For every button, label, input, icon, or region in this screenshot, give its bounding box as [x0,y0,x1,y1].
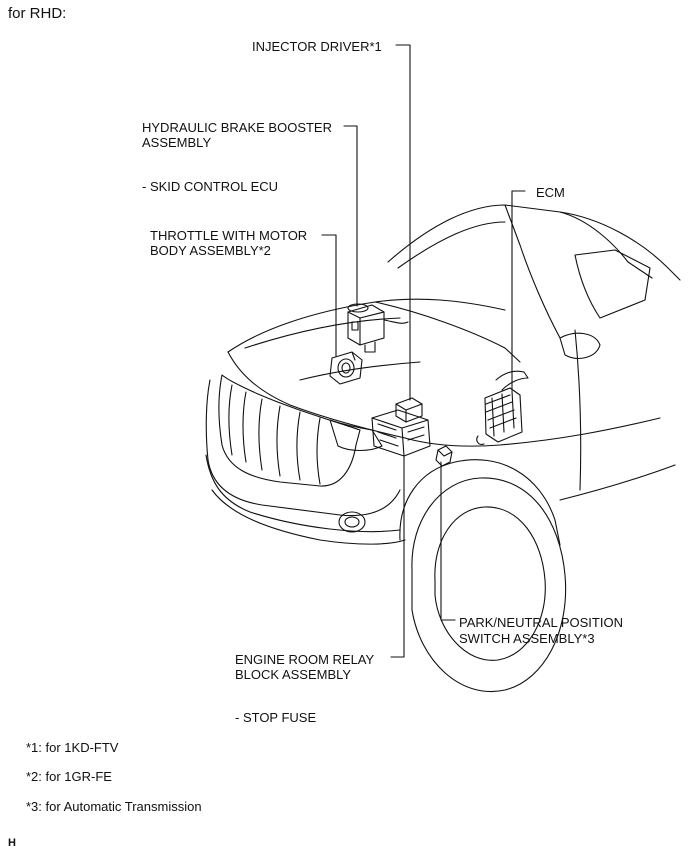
body-side-lower [559,464,676,501]
a-pillar [504,204,561,339]
leader-injector-driver [395,44,411,401]
front-fender [404,417,661,447]
hood-crease [244,317,401,349]
front-face [205,379,401,517]
label-throttle-line2: BODY ASSEMBLY*2 [150,243,271,258]
front-bumper [205,454,401,533]
hood-outline [227,298,506,353]
label-throttle-line1: THROTTLE WITH MOTOR [150,228,308,243]
footnote-3: *3: for Automatic Transmission [26,799,202,814]
label-injector-driver: INJECTOR DRIVER*1 [252,39,382,54]
tire-outer [411,477,567,692]
page-header: for RHD: [8,5,67,22]
roof-line [559,211,681,281]
fog-lamp-inner [344,516,360,528]
grille-bar-2 [242,391,247,463]
grille-bar-4 [276,405,281,477]
footnote-2: *2: for 1GR-FE [26,769,112,784]
side-window [574,249,651,319]
label-stop-fuse: - STOP FUSE [235,710,317,725]
ecm-component [476,370,529,445]
throttle-body-component [329,351,363,385]
grille-bar-5 [296,411,301,481]
headlight [329,419,383,452]
wheel-arch [399,459,561,546]
windshield-outline [387,204,653,279]
leader-park-neutral [440,461,456,621]
label-park-neutral-line2: SWITCH ASSEMBLY*3 [459,631,595,646]
label-relay-block-line2: BLOCK ASSEMBLY [235,667,352,682]
leader-relay-block [390,455,405,658]
windshield-lower-edge [374,301,521,363]
hood-front-edge [227,351,406,439]
leader-throttle [321,234,337,357]
brake-booster-component [347,303,409,353]
grille-bar-6 [316,417,321,485]
label-park-neutral-line1: PARK/NEUTRAL POSITION [459,615,623,630]
fog-lamp [338,511,366,533]
windshield-inner [397,221,506,269]
grille-bar-1 [228,384,233,456]
tire-inner [434,506,546,661]
park-neutral-switch-component [435,445,453,467]
label-brake-booster-line1: HYDRAULIC BRAKE BOOSTER [142,120,332,135]
leader-ecm [511,190,526,391]
label-ecm: ECM [536,185,565,200]
injector-driver-component [395,397,423,423]
mirror [559,332,601,359]
label-skid-control-ecu: - SKID CONTROL ECU [142,179,279,194]
bumper-lower [211,489,406,545]
grille-outline [218,374,361,487]
hood-crease-2 [299,361,421,381]
grille-bar-3 [258,398,263,471]
label-relay-block-line1: ENGINE ROOM RELAY [235,652,375,667]
corner-mark: H [8,837,16,849]
relay-block-component [371,409,431,457]
footnote-1: *1: for 1KD-FTV [26,740,119,755]
door-line [574,329,582,491]
label-brake-booster-line2: ASSEMBLY [142,135,212,150]
leader-brake-booster [343,125,358,307]
